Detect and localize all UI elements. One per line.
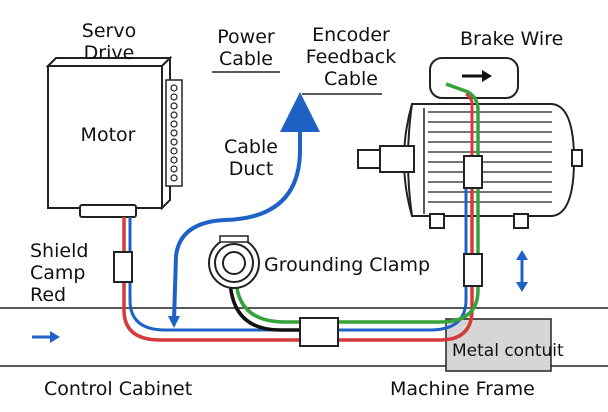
machine-frame-label: Machine Frame <box>390 378 535 400</box>
shield-clamp-connector <box>113 251 133 283</box>
red-brake-wire <box>465 92 474 160</box>
servo-drive-label-line1: Servo <box>81 20 137 42</box>
shield-clamp-label-line1: Shield <box>30 240 89 262</box>
green-ground-wire <box>234 82 480 324</box>
metal-conduit-block <box>445 318 552 372</box>
cable-duct-down-arrowhead <box>168 316 180 328</box>
power-cable-label-line1: Power <box>217 26 275 48</box>
vertical-arrow-down-head <box>516 282 528 292</box>
cable-duct-label-line2: Duct <box>228 158 274 180</box>
motor-label: Motor <box>80 124 136 146</box>
encoder-cable-label-line2: Feedback <box>305 46 397 68</box>
brake-wire-label: Brake Wire <box>460 28 564 50</box>
metal-conduit-label: Metal contuit <box>452 341 564 361</box>
grounding-clamp-label: Grounding Clamp <box>264 254 431 276</box>
shield-clamp-label: Shield Camp Red <box>30 240 88 306</box>
cable-duct-label: Cable Duct <box>214 136 288 180</box>
vertical-arrow-up-head <box>516 250 528 260</box>
floor-coupler <box>299 317 339 347</box>
encoder-cable-label-line3: Cable <box>324 68 378 90</box>
power-cable-label: Power Cable <box>206 26 286 70</box>
encoder-cable-label-line1: Encoder <box>312 24 390 46</box>
terminal-screws <box>170 84 178 182</box>
control-cabinet-label: Control Cabinet <box>44 378 193 400</box>
cable-duct-path <box>172 92 320 321</box>
motor-body <box>357 57 583 229</box>
shield-clamp-label-line2: Camp <box>30 262 86 284</box>
grounding-clamp <box>208 235 260 289</box>
cable-duct-label-line1: Cable <box>224 136 278 158</box>
brake-direction-arrowhead <box>482 70 492 82</box>
servo-drive-box <box>45 55 183 218</box>
power-cable-label-line2: Cable <box>219 48 273 70</box>
motor-connector-lower <box>463 253 483 287</box>
flow-arrow-left-head <box>50 331 60 343</box>
black-ground-wire <box>228 279 300 332</box>
servo-drive-label-line2: Drive <box>83 42 135 64</box>
servo-drive-label: Servo Drive <box>74 20 144 64</box>
shield-clamp-label-line3: Red <box>30 284 67 306</box>
encoder-cable-label: Encoder Feedback Cable <box>296 24 406 90</box>
motor-connector-upper <box>463 155 483 189</box>
